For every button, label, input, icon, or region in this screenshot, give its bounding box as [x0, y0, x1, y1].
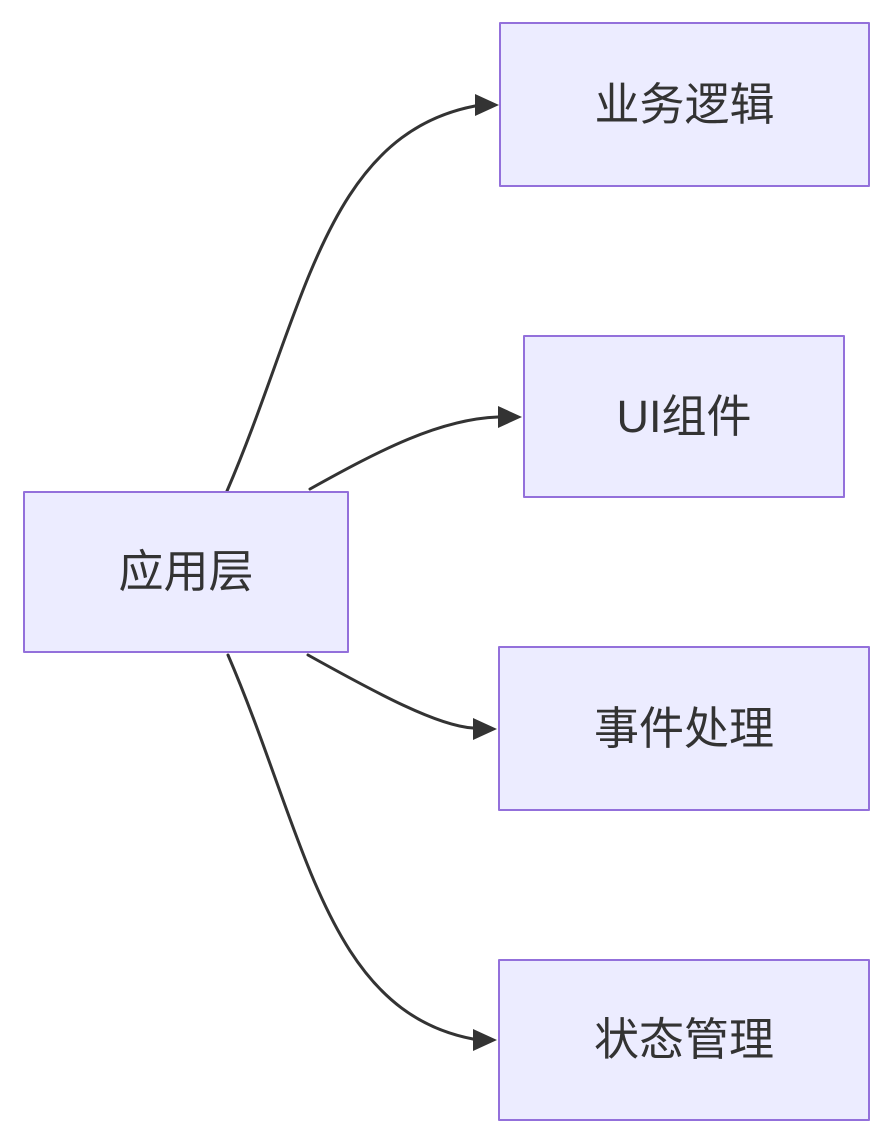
edge-app-layer-to-event-handling: [306, 653, 475, 730]
node-ui-components: UI组件: [523, 335, 845, 498]
arrowhead-event-handling: [473, 718, 497, 740]
edge-app-layer-to-business-logic: [225, 104, 477, 493]
arrowhead-ui-components: [498, 406, 522, 428]
node-event-handling: 事件处理: [498, 646, 870, 811]
node-state-management-label: 状态管理: [593, 1014, 774, 1065]
node-business-logic-label: 业务逻辑: [594, 78, 775, 130]
arrowhead-business-logic: [475, 94, 499, 116]
node-app-layer-label: 应用层: [118, 546, 254, 597]
node-event-handling-label: 事件处理: [593, 702, 774, 754]
node-business-logic: 业务逻辑: [499, 22, 870, 187]
node-state-management: 状态管理: [498, 959, 870, 1121]
node-app-layer: 应用层: [23, 491, 349, 653]
edge-app-layer-to-ui-components: [308, 415, 500, 491]
node-ui-components-label: UI组件: [616, 390, 752, 442]
arrowhead-state-management: [473, 1029, 497, 1051]
edge-app-layer-to-state-management: [226, 653, 475, 1041]
